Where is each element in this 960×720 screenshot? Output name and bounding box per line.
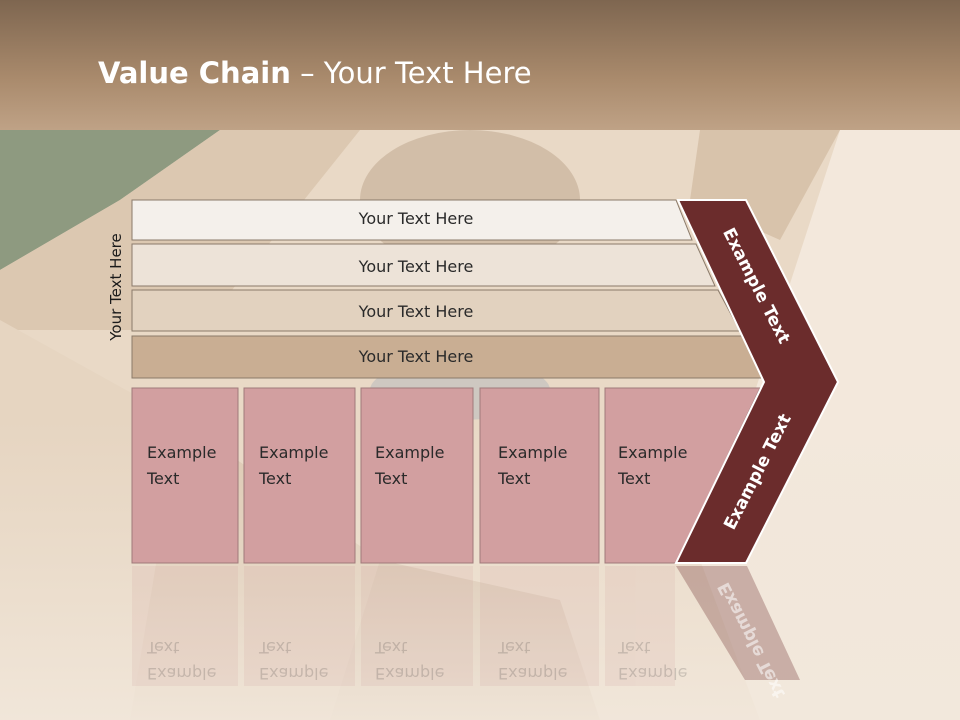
row-label-3: Your Text Here xyxy=(358,302,474,321)
row-label-4: Your Text Here xyxy=(358,347,474,366)
row-2-bar[interactable] xyxy=(131,243,716,287)
row-label-1: Your Text Here xyxy=(358,209,474,228)
slide-title: Value Chain – Your Text Here xyxy=(98,56,532,90)
boxes-reflection xyxy=(132,566,675,686)
chevron-arrow[interactable] xyxy=(674,199,840,564)
row-1-bar[interactable] xyxy=(131,199,693,241)
row-label-2: Your Text Here xyxy=(358,257,474,276)
box-1[interactable] xyxy=(131,387,239,564)
box-2[interactable] xyxy=(243,387,356,564)
chevron-reflection xyxy=(676,566,800,680)
box-4[interactable] xyxy=(479,387,600,564)
slide-title-rest: – Your Text Here xyxy=(290,56,532,90)
slide-title-bold: Value Chain xyxy=(98,56,291,90)
box-3[interactable] xyxy=(360,387,474,564)
